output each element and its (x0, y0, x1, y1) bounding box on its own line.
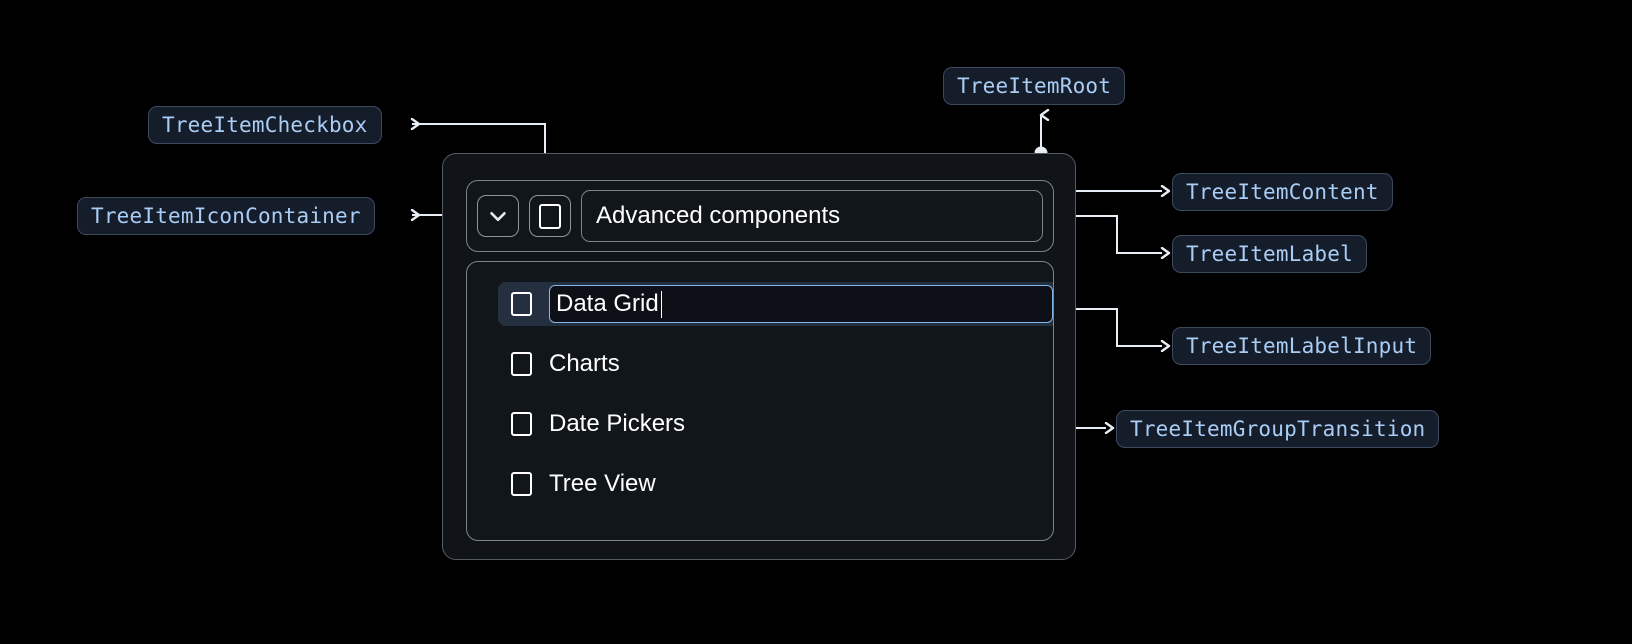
annotation-badge-tree-item-content: TreeItemContent (1172, 173, 1393, 211)
annotation-badge-tree-item-icon-container: TreeItemIconContainer (77, 197, 375, 235)
tree-item-label: Tree View (549, 470, 656, 497)
checkbox-square-icon[interactable] (511, 472, 532, 496)
checkbox-square-icon[interactable] (511, 352, 532, 376)
tree-item-row-charts[interactable]: Charts (498, 342, 1053, 386)
annotation-badge-tree-item-group-transition: TreeItemGroupTransition (1116, 410, 1440, 448)
tree-item-checkbox[interactable] (529, 195, 571, 237)
annotation-badge-tree-item-label: TreeItemLabel (1172, 235, 1367, 273)
tree-item-label-input-value: Data Grid (556, 290, 659, 317)
tree-item-content[interactable]: Advanced components (466, 180, 1054, 252)
text-caret (660, 290, 663, 318)
tree-item-row-date-pickers[interactable]: Date Pickers (498, 402, 1053, 446)
tree-item-group-transition: Data Grid Charts Date Pickers Tree View (466, 261, 1054, 541)
annotation-badge-tree-item-label-input: TreeItemLabelInput (1172, 327, 1432, 365)
tree-item-label: Date Pickers (549, 410, 686, 437)
chevron-down-icon (485, 203, 511, 229)
checkbox-square-icon[interactable] (511, 412, 532, 436)
tree-item-row-tree-view[interactable]: Tree View (498, 462, 1053, 506)
tree-item-label: Charts (549, 350, 620, 377)
checkbox-square-icon[interactable] (511, 292, 532, 316)
tree-item-row-data-grid[interactable]: Data Grid (498, 282, 1053, 326)
annotation-badge-tree-item-root: TreeItemRoot (943, 67, 1126, 105)
annotation-badge-tree-item-checkbox: TreeItemCheckbox (148, 106, 382, 144)
tree-item-label[interactable]: Advanced components (581, 190, 1043, 242)
tree-item-icon-container[interactable] (477, 195, 519, 237)
tree-item-root[interactable]: Advanced components Data Grid Charts Dat… (442, 153, 1076, 560)
tree-item-label-input[interactable]: Data Grid (549, 285, 1053, 323)
checkbox-square-icon (539, 203, 561, 229)
